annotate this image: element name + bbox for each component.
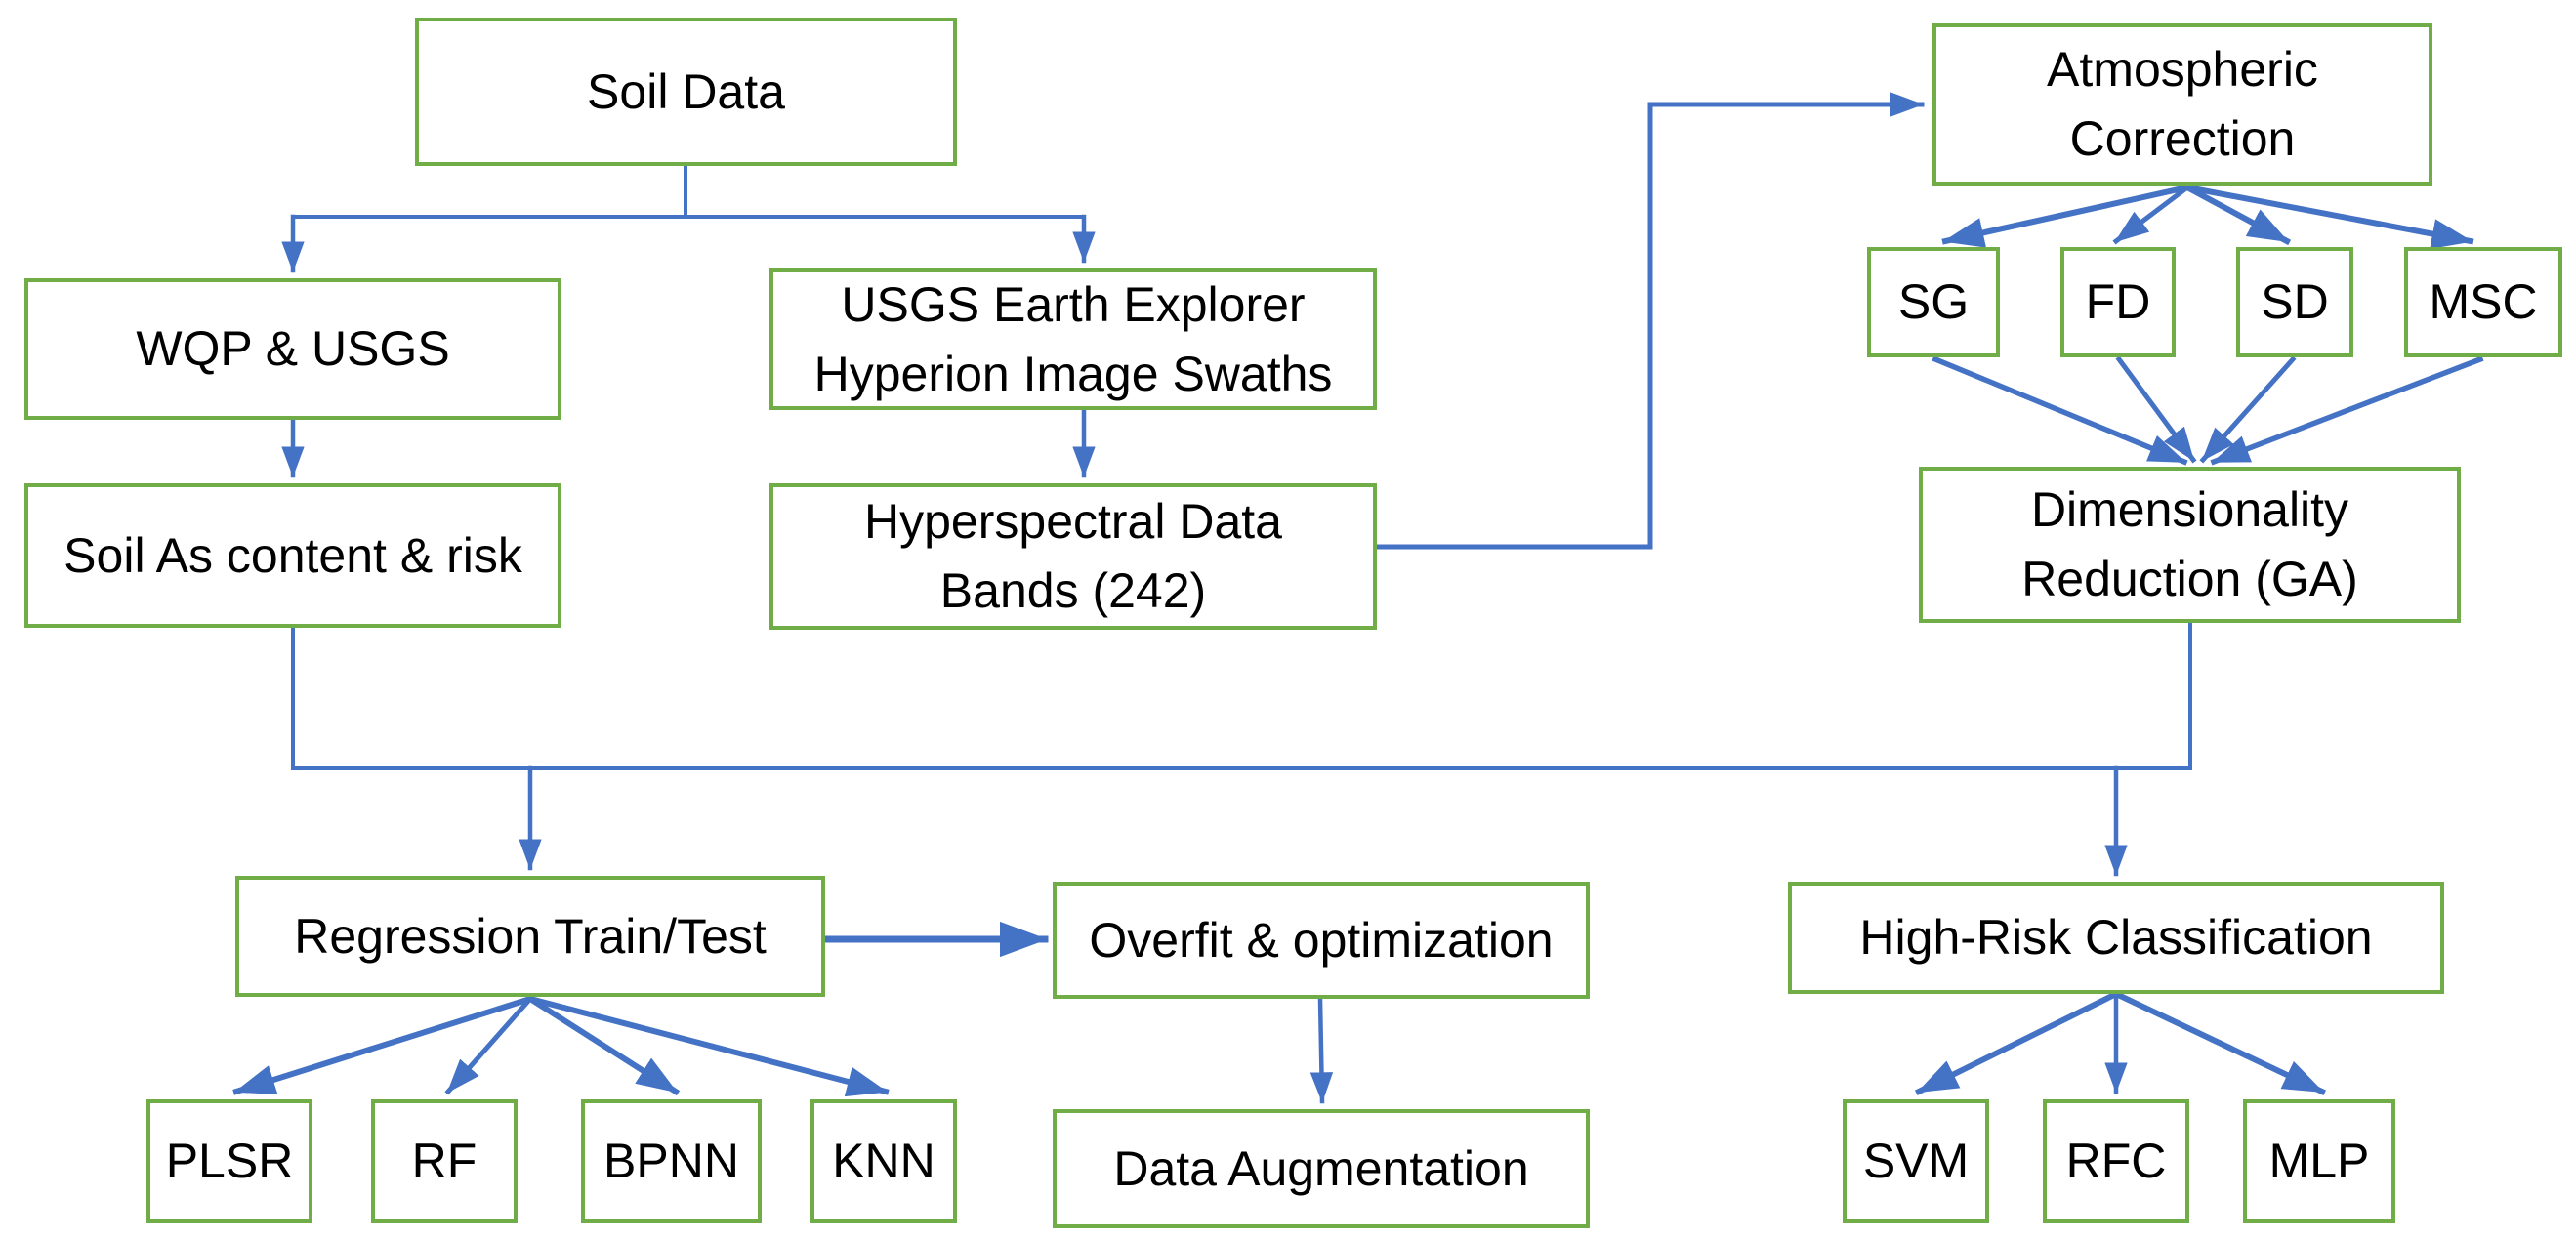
edge-regression-to-knn [526, 995, 890, 1097]
edge-atm-to-msc [2183, 184, 2474, 249]
edge-regression-to-rf [444, 995, 534, 1095]
edge-overfit-to-dataaug [1309, 996, 1334, 1104]
edge-regression-to-plsr [232, 995, 534, 1095]
node-regression-train-test: Regression Train/Test [235, 876, 825, 997]
node-label: Soil Data [587, 63, 785, 119]
node-rf: RF [371, 1099, 518, 1223]
node-label: Overfit & optimization [1089, 912, 1554, 968]
node-label: RFC [2065, 1134, 2167, 1188]
node-label: PLSR [165, 1134, 294, 1188]
node-data-augmentation: Data Augmentation [1053, 1109, 1590, 1228]
node-label: BPNN [603, 1134, 739, 1188]
edge-msc-to-dimred [2210, 355, 2484, 466]
edge-atm-to-sd [2182, 183, 2292, 246]
node-msc: MSC [2404, 247, 2562, 357]
edge-atm-to-sg [1941, 184, 2191, 248]
node-soil-as-content-risk: Soil As content & risk [24, 483, 561, 628]
node-svm: SVM [1843, 1099, 1989, 1223]
node-bpnn: BPNN [581, 1099, 762, 1223]
node-label: Bands (242) [939, 563, 1207, 618]
node-label: RF [411, 1134, 478, 1188]
node-label: Soil As content & risk [63, 527, 522, 583]
edge-hyper-to-atm [1374, 92, 1925, 550]
node-label: Dimensionality [2030, 482, 2349, 537]
node-label: Reduction (GA) [2021, 552, 2358, 606]
node-label: Hyperion Image Swaths [813, 346, 1333, 401]
node-label: FD [2085, 274, 2151, 329]
node-soil-data: Soil Data [415, 18, 957, 166]
edge-highrisk-to-mlp [2112, 990, 2326, 1095]
edge-sg-to-dimred [1932, 355, 2188, 466]
node-label: Atmospheric [2047, 42, 2318, 97]
node-label: High-Risk Classification [1859, 910, 2373, 965]
node-label: SD [2261, 274, 2329, 329]
node-label: SVM [1862, 1134, 1970, 1188]
node-knn: KNN [810, 1099, 957, 1223]
node-overfit-optimization: Overfit & optimization [1053, 882, 1590, 999]
node-label: MLP [2268, 1134, 2370, 1188]
node-label: SG [1897, 274, 1970, 329]
edge-fd-to-dimred [2115, 355, 2197, 464]
node-label: KNN [832, 1134, 935, 1188]
node-label: Hyperspectral Data [864, 494, 1282, 549]
edge-highrisk-to-svm [1914, 989, 2121, 1096]
node-mlp: MLP [2243, 1099, 2395, 1223]
node-sg: SG [1867, 247, 2000, 357]
node-fd: FD [2060, 247, 2176, 357]
node-plsr: PLSR [146, 1099, 312, 1223]
edge-atm-to-fd [2112, 184, 2191, 245]
node-label: Correction [2069, 111, 2296, 166]
node-rfc: RFC [2043, 1099, 2189, 1223]
node-label: USGS Earth Explorer [841, 276, 1306, 332]
node-label: MSC [2429, 274, 2538, 329]
edge-sd-to-dimred [2199, 355, 2297, 464]
edge-regression-to-bpnn [525, 994, 681, 1096]
node-sd: SD [2236, 247, 2353, 357]
node-high-risk-classification: High-Risk Classification [1788, 882, 2444, 994]
node-label: Regression Train/Test [294, 908, 767, 964]
node-wqp-usgs: WQP & USGS [24, 278, 561, 420]
node-label: Data Augmentation [1113, 1140, 1529, 1196]
node-label: WQP & USGS [136, 321, 450, 376]
